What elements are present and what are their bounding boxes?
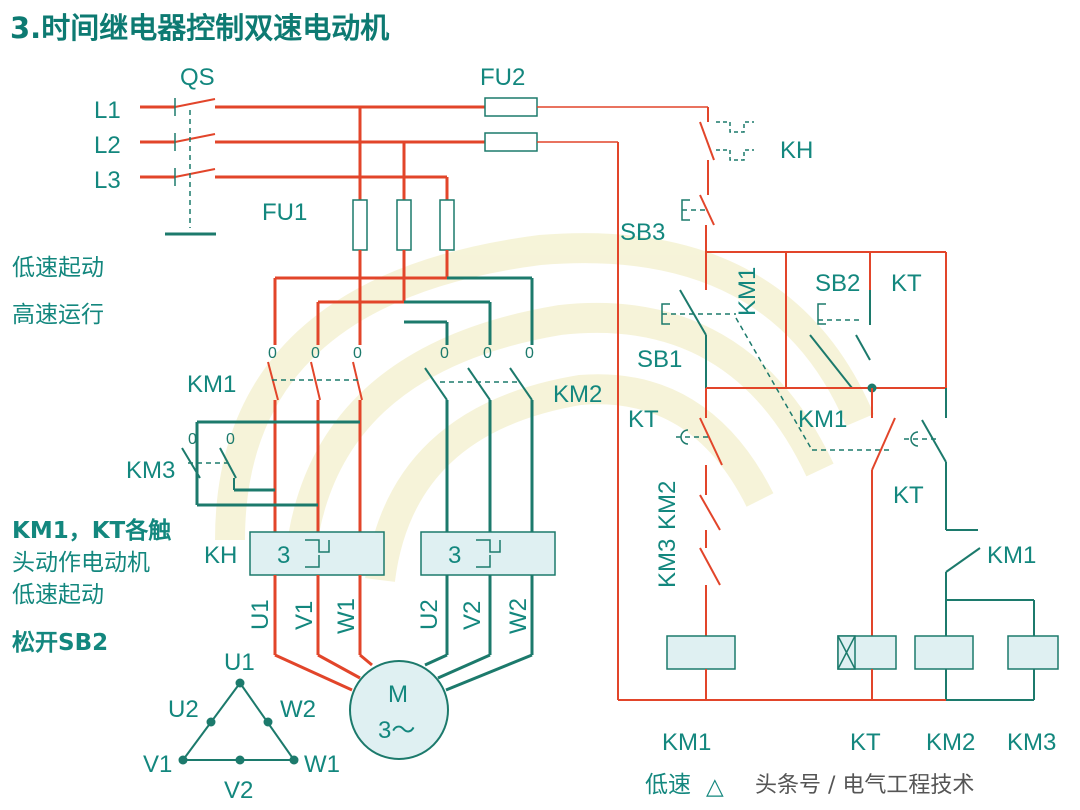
svg-text:0: 0 [525,345,534,362]
diagram-title: 3.时间继电器控制双速电动机 [10,11,389,45]
delta-winding: U1 U2 W2 V1 W1 V2 [143,649,340,804]
supply-lines [140,98,485,236]
km1-interlock-label: KM1 [798,406,847,433]
background-swirl [215,233,874,583]
kt-control-left-label: KT [628,406,659,433]
watermark: 头条号 / 电气工程技术 [755,773,974,798]
note-low-start: 低速起动 [12,255,104,281]
fu1-label: FU1 [262,199,307,226]
thermal-relays: 3 3 [249,531,556,576]
kh-main-label: KH [204,542,237,569]
tri-w2-label: W2 [280,696,316,723]
motor-leads [273,575,534,692]
sb1-label: SB1 [637,346,682,373]
sb3-label: SB3 [620,219,665,246]
component-labels: QS FU2 L1 L2 L3 FU1 KM1 KM2 KM3 KH KH SB… [94,64,1056,756]
km2-main-label: KM2 [553,381,602,408]
delta-symbol: △ [706,774,724,800]
sb2-label: SB2 [815,270,860,297]
km1-power-bus [273,276,534,345]
svg-text:0: 0 [353,345,362,362]
footer-speed: 低速 [645,772,691,798]
operation-notes: 低速起动 高速运行 KM1，KT各触 头动作电动机 低速起动 松开SB2 [12,255,171,656]
fu2-fuses [484,97,708,700]
tri-u1-label: U1 [224,649,255,676]
coil-kt-label: KT [850,729,881,756]
svg-text:0: 0 [226,431,235,448]
l1-label: L1 [94,97,121,124]
w2-lead-label: W2 [505,598,532,634]
note-high-run: 高速运行 [12,302,104,328]
note-release: 松开SB2 [12,630,108,656]
motor: M 3～ [349,660,449,760]
km3-main-label: KM3 [126,457,175,484]
footer: 低速 △ 头条号 / 电气工程技术 [645,772,974,800]
km3-contacts: 0 0 [181,420,360,507]
motor-phase-label: 3～ [378,717,415,744]
tri-v2-label: V2 [224,777,253,804]
control-circuit [618,107,1059,701]
svg-text:0: 0 [188,431,197,448]
svg-text:0: 0 [440,345,449,362]
tri-w1-label: W1 [304,751,340,778]
qs-label: QS [180,64,215,91]
km2-vertical-label: KM2 [654,481,681,530]
w1-lead-label: W1 [333,598,360,634]
km3-vertical-label: KM3 [654,539,681,588]
note-action-line2: 头动作电动机 [12,550,150,576]
coil-km2-label: KM2 [926,729,975,756]
svg-text:0: 0 [483,345,492,362]
svg-text:0: 0 [311,345,320,362]
kh-control-label: KH [780,137,813,164]
km1-vertical-label: KM1 [734,267,761,316]
kt-control-mid-label: KT [893,482,924,509]
coil-km3-label: KM3 [1007,729,1056,756]
note-action-line3: 低速起动 [12,582,104,608]
u1-lead-label: U1 [247,599,274,630]
coil-km1-label: KM1 [662,729,711,756]
note-action-line1: KM1，KT各触 [12,517,171,544]
fu1-fuses [352,107,455,302]
km2-main-contacts: 0 0 0 [424,345,534,535]
km1-aux-label: KM1 [987,542,1036,569]
l3-label: L3 [94,167,121,194]
v2-lead-label: V2 [459,601,486,630]
motor-label: M [388,681,408,708]
v1-lead-label: V1 [291,601,318,630]
fu2-label: FU2 [480,64,525,91]
l2-label: L2 [94,132,121,159]
tri-v1-label: V1 [143,751,172,778]
relay-rating-2: 3 [448,542,461,569]
kt-top-label: KT [891,270,922,297]
relay-rating-1: 3 [277,542,290,569]
km1-main-label: KM1 [187,371,236,398]
u2-lead-label: U2 [416,599,443,630]
tri-u2-label: U2 [168,696,199,723]
svg-text:0: 0 [268,345,277,362]
